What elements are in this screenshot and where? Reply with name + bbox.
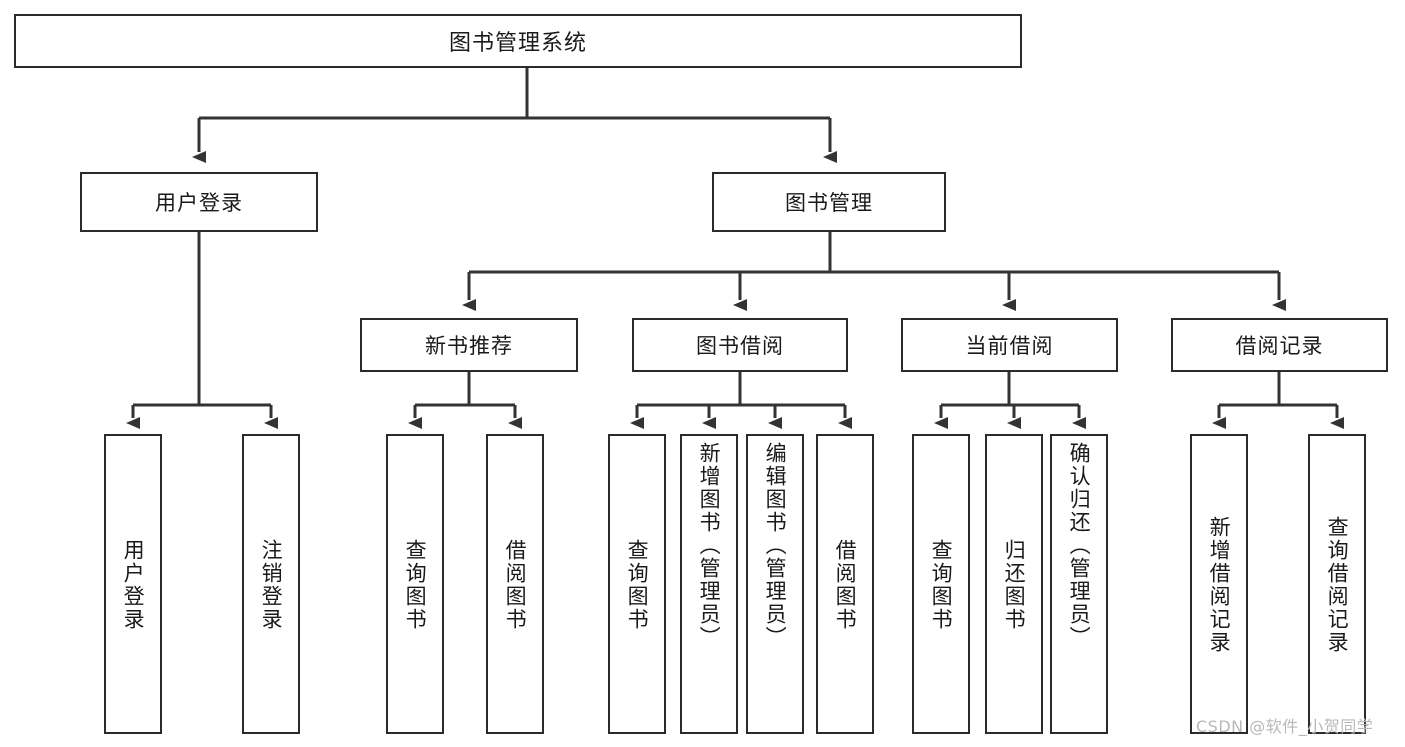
node-book-borrow[interactable]: 图书借阅 bbox=[632, 318, 848, 372]
leaf-user-login[interactable]: 用户登录 bbox=[104, 434, 162, 734]
leaf-borrow-book-recommend[interactable]: 借阅图书 bbox=[486, 434, 544, 734]
leaf-query-book-recommend-label: 查询图书 bbox=[403, 539, 428, 631]
leaf-return-book-label: 归还图书 bbox=[1002, 539, 1027, 631]
node-user-login[interactable]: 用户登录 bbox=[80, 172, 318, 232]
node-borrow-record[interactable]: 借阅记录 bbox=[1171, 318, 1388, 372]
node-user-login-label: 用户登录 bbox=[155, 191, 243, 215]
node-root-system[interactable]: 图书管理系统 bbox=[14, 14, 1022, 68]
node-new-book-recommend[interactable]: 新书推荐 bbox=[360, 318, 578, 372]
leaf-borrow-book-borrow[interactable]: 借阅图书 bbox=[816, 434, 874, 734]
node-book-manage-label: 图书管理 bbox=[785, 191, 873, 215]
node-book-manage[interactable]: 图书管理 bbox=[712, 172, 946, 232]
node-book-borrow-label: 图书借阅 bbox=[696, 334, 784, 358]
leaf-query-book-current-label: 查询图书 bbox=[929, 539, 954, 631]
leaf-borrow-book-recommend-label: 借阅图书 bbox=[503, 539, 528, 631]
leaf-add-borrow-record-label: 新增借阅记录 bbox=[1207, 516, 1232, 654]
leaf-query-borrow-record[interactable]: 查询借阅记录 bbox=[1308, 434, 1366, 734]
leaf-logout-login[interactable]: 注销登录 bbox=[242, 434, 300, 734]
leaf-user-login-label: 用户登录 bbox=[121, 539, 146, 631]
leaf-edit-book-admin[interactable]: 编辑图书（管理员） bbox=[746, 434, 804, 734]
leaf-add-borrow-record[interactable]: 新增借阅记录 bbox=[1190, 434, 1248, 734]
leaf-add-book-admin-label: 新增图书（管理员） bbox=[697, 442, 722, 649]
node-new-book-recommend-label: 新书推荐 bbox=[425, 334, 513, 358]
leaf-query-book-recommend[interactable]: 查询图书 bbox=[386, 434, 444, 734]
leaf-query-book-current[interactable]: 查询图书 bbox=[912, 434, 970, 734]
leaf-query-book-borrow-label: 查询图书 bbox=[625, 539, 650, 631]
leaf-query-book-borrow[interactable]: 查询图书 bbox=[608, 434, 666, 734]
leaf-edit-book-admin-label: 编辑图书（管理员） bbox=[763, 442, 788, 649]
leaf-confirm-return-admin[interactable]: 确认归还（管理员） bbox=[1050, 434, 1108, 734]
leaf-confirm-return-admin-label: 确认归还（管理员） bbox=[1067, 442, 1092, 649]
leaf-add-book-admin[interactable]: 新增图书（管理员） bbox=[680, 434, 738, 734]
node-borrow-record-label: 借阅记录 bbox=[1235, 334, 1324, 358]
csdn-watermark: CSDN @软件_小贺同学 bbox=[1196, 717, 1374, 736]
node-current-borrow[interactable]: 当前借阅 bbox=[901, 318, 1118, 372]
node-root-label: 图书管理系统 bbox=[448, 31, 587, 56]
node-current-borrow-label: 当前借阅 bbox=[965, 334, 1054, 358]
leaf-return-book[interactable]: 归还图书 bbox=[985, 434, 1043, 734]
leaf-query-borrow-record-label: 查询借阅记录 bbox=[1325, 516, 1350, 654]
leaf-logout-login-label: 注销登录 bbox=[259, 539, 284, 631]
leaf-borrow-book-borrow-label: 借阅图书 bbox=[833, 539, 858, 631]
